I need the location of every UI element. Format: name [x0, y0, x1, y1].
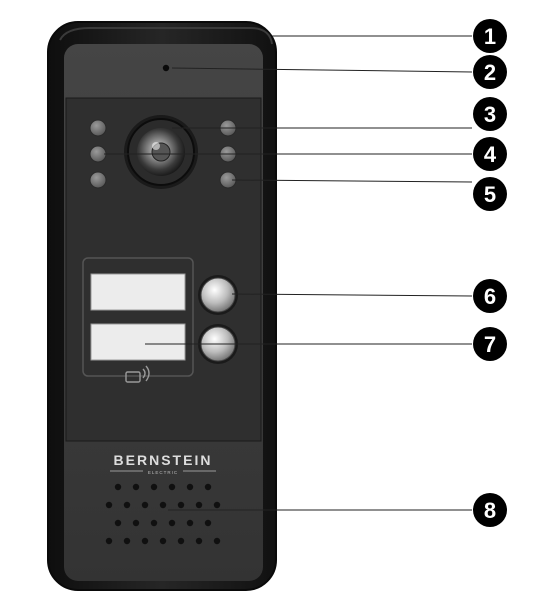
callout-badge-6: 6: [473, 279, 507, 313]
speaker-hole: [105, 537, 113, 545]
speaker-hole: [186, 519, 194, 527]
brand-name: BERNSTEIN: [114, 452, 213, 468]
speaker-hole: [177, 501, 185, 509]
speaker-hole: [123, 537, 131, 545]
speaker-hole: [168, 519, 176, 527]
callout-number-7: 7: [484, 332, 496, 357]
ir-led-icon: [89, 145, 107, 163]
callout-number-4: 4: [484, 142, 497, 167]
callout-badge-5: 5: [473, 177, 507, 211]
speaker-grille-icon: [105, 483, 221, 545]
speaker-hole: [204, 519, 212, 527]
speaker-hole: [150, 519, 158, 527]
speaker-hole: [213, 537, 221, 545]
microphone-icon: [162, 64, 170, 72]
housing-top-edge: [59, 27, 273, 45]
leader-line-6: [231, 293, 473, 297]
ir-led-icon: [89, 119, 107, 137]
speaker-hole: [132, 483, 140, 491]
rfid-card-icon: [125, 365, 150, 383]
callout-number-1: 1: [484, 24, 496, 49]
speaker-hole: [177, 537, 185, 545]
speaker-hole: [195, 501, 203, 509]
leader-line-5: [231, 179, 473, 183]
speaker-hole: [105, 501, 113, 509]
speaker-hole: [159, 501, 167, 509]
name-plate-frame: [82, 257, 194, 377]
callout-badge-7: 7: [473, 327, 507, 361]
speaker-hole: [213, 501, 221, 509]
speaker-hole: [195, 537, 203, 545]
callout-number-8: 8: [484, 498, 496, 523]
callout-number-3: 3: [484, 102, 496, 127]
callout-number-2: 2: [484, 60, 496, 85]
speaker-hole: [159, 537, 167, 545]
speaker-hole: [168, 483, 176, 491]
name-plate-top: [90, 273, 186, 311]
camera-lens-icon: [124, 115, 198, 189]
ir-led-icon: [89, 171, 107, 189]
callout-badge-8: 8: [473, 493, 507, 527]
speaker-hole: [186, 483, 194, 491]
speaker-hole: [132, 519, 140, 527]
speaker-hole: [150, 483, 158, 491]
speaker-hole: [204, 483, 212, 491]
callout-number-6: 6: [484, 284, 496, 309]
leader-lines: [104, 35, 473, 511]
callout-badge-3: 3: [473, 97, 507, 131]
callout-number-5: 5: [484, 182, 496, 207]
brand-subtitle: ELECTRIC: [148, 470, 178, 475]
call-button-icon[interactable]: [198, 275, 238, 315]
speaker-hole: [114, 519, 122, 527]
speaker-hole: [123, 501, 131, 509]
callout-badge-1: 1: [473, 19, 507, 53]
speaker-hole: [141, 537, 149, 545]
callout-badge-2: 2: [473, 55, 507, 89]
speaker-hole: [141, 501, 149, 509]
callout-badge-4: 4: [473, 137, 507, 171]
name-plate-bottom: [90, 323, 186, 361]
speaker-hole: [114, 483, 122, 491]
leader-line-2: [171, 67, 473, 73]
